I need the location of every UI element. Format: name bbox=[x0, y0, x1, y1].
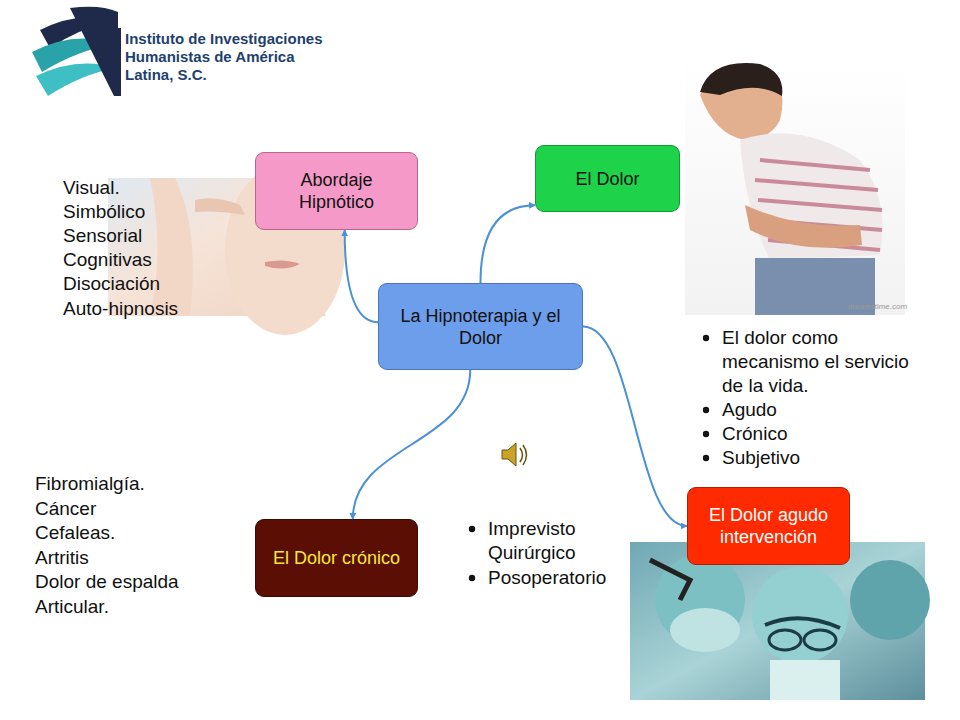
curved-arrow bbox=[583, 327, 687, 527]
topic-box: El Dolor crónico bbox=[255, 519, 418, 597]
box-text: El Dolor bbox=[575, 168, 639, 190]
bullet-dots bbox=[469, 335, 709, 581]
topic-box: El Dolor bbox=[535, 145, 680, 212]
condition-item: Articular. bbox=[35, 595, 235, 619]
condition-item: Cáncer bbox=[35, 497, 235, 521]
curved-arrow bbox=[345, 230, 378, 322]
box-text: El Dolor crónico bbox=[273, 547, 400, 569]
box-text: La Hipnoterapia y el Dolor bbox=[387, 305, 574, 349]
surgery-photo bbox=[630, 542, 930, 700]
technique-item: Simbólico bbox=[63, 200, 263, 224]
intervention-item: Imprevisto Quirúrgico bbox=[488, 517, 600, 565]
condition-item: Artritis bbox=[35, 546, 235, 570]
technique-item: Disociación bbox=[63, 272, 263, 296]
box-text: Abordaje Hipnótico bbox=[264, 169, 409, 213]
speaker-icon bbox=[502, 443, 527, 466]
curved-arrow bbox=[353, 370, 470, 519]
topic-box: Abordaje Hipnótico bbox=[255, 152, 418, 230]
box-text: El Dolor agudo intervención bbox=[696, 504, 841, 548]
topic-box: La Hipnoterapia y el Dolor bbox=[378, 283, 583, 370]
pain-note: Agudo bbox=[722, 398, 912, 422]
institution-name: Instituto de Investigaciones Humanistas … bbox=[125, 30, 340, 84]
condition-item: Dolor de espalda bbox=[35, 570, 235, 594]
pain-note: Crónico bbox=[722, 422, 912, 446]
pain-note: Subjetivo bbox=[722, 446, 912, 470]
pain-photo bbox=[685, 60, 905, 315]
technique-item: Visual. bbox=[63, 176, 263, 200]
pain-note: El dolor como mecanismo el servicio de l… bbox=[722, 326, 912, 398]
technique-item: Sensorial bbox=[63, 224, 263, 248]
curved-arrow bbox=[481, 205, 536, 283]
watermark: dreamstime.com bbox=[848, 302, 908, 312]
condition-item: Cefaleas. bbox=[35, 521, 235, 545]
condition-item: Fibromialgía. bbox=[35, 472, 235, 496]
logo-mark bbox=[32, 7, 121, 96]
intervention-item: Posoperatorio bbox=[488, 566, 628, 590]
topic-box: El Dolor agudo intervención bbox=[687, 487, 850, 565]
technique-item: Auto-hipnosis bbox=[63, 297, 263, 321]
technique-item: Cognitivas bbox=[63, 248, 263, 272]
